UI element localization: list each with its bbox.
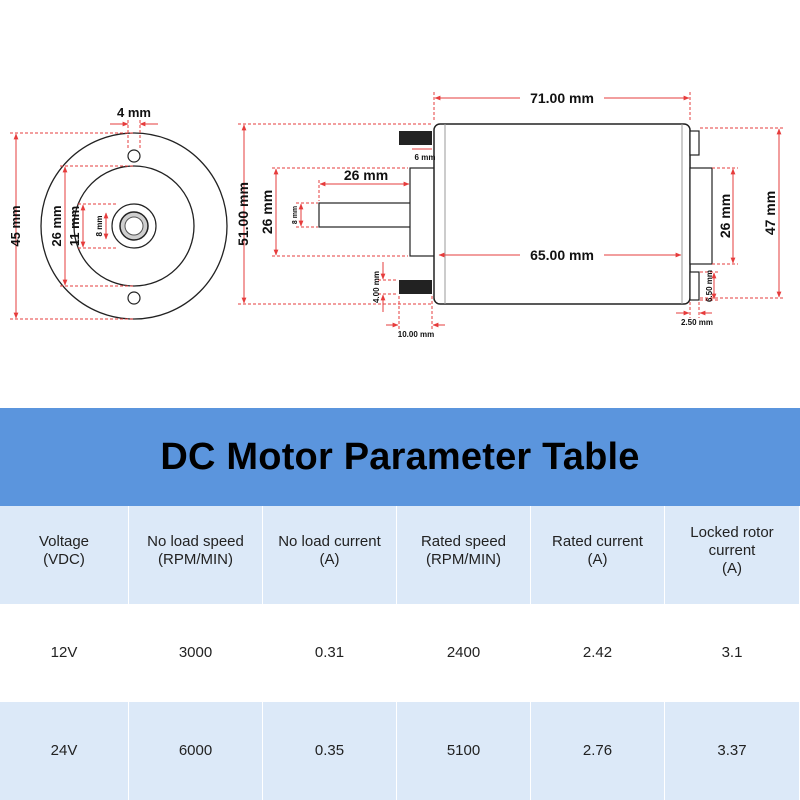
header-voltage: Voltage (VDC) [0, 506, 129, 604]
shaft-length-label: 26 mm [344, 167, 388, 183]
front-view: 4 mm 45 mm 26 mm 11 mm 8 mm [8, 105, 228, 320]
table-cell: 0.35 [263, 702, 397, 800]
hole-offset-label: 4 mm [117, 105, 151, 120]
terminal-height-label: 4.00 mm [372, 271, 381, 303]
terminal-top [399, 131, 432, 145]
flange-height-label: 51.00 mm [235, 182, 251, 246]
table-title-bar: DC Motor Parameter Table [0, 408, 800, 506]
parameter-table: DC Motor Parameter Table Voltage (VDC) N… [0, 408, 800, 800]
table-cell: 3000 [129, 604, 263, 702]
shaft-label: 8 mm [95, 216, 104, 237]
table-cell: 2.76 [531, 702, 665, 800]
shaft-bore [124, 216, 144, 236]
table-title: DC Motor Parameter Table [160, 435, 640, 478]
header-no-load-current: No load current (A) [263, 506, 397, 604]
rear-offset-label: 6.50 mm [705, 270, 714, 302]
table-cell: 0.31 [263, 604, 397, 702]
table-cell: 2.42 [531, 604, 665, 702]
inner-ring [111, 203, 157, 249]
rear-boss [689, 167, 713, 265]
header-rated-current: Rated current (A) [531, 506, 665, 604]
table-cell: 5100 [397, 702, 531, 800]
rear-tab-bottom [689, 271, 700, 301]
boss-label: 26 mm [49, 205, 64, 246]
mount-hole-top [127, 149, 141, 163]
inner-label: 11 mm [67, 206, 82, 246]
table-cell: 2400 [397, 604, 531, 702]
shaft [318, 202, 412, 228]
diameter-label: 45 mm [8, 205, 23, 246]
motor-body [433, 123, 691, 305]
body-diameter-label: 47 mm [762, 191, 778, 235]
body-length-label: 65.00 mm [530, 247, 594, 263]
rear-gap-label: 2.50 mm [681, 318, 713, 327]
header-locked-rotor-current: Locked rotor current (A) [665, 506, 800, 604]
header-no-load-speed: No load speed (RPM/MIN) [129, 506, 263, 604]
shaft-diameter-label: 8 mm [292, 206, 299, 224]
terminal-width-label: 10.00 mm [398, 330, 434, 339]
header-rated-speed: Rated speed (RPM/MIN) [397, 506, 531, 604]
table-cell: 24V [0, 702, 129, 800]
table-cell: 6000 [129, 702, 263, 800]
table-cell: 3.37 [665, 702, 800, 800]
rear-tab-top [689, 130, 700, 156]
front-boss-label: 26 mm [259, 190, 275, 234]
table-cell: 12V [0, 604, 129, 702]
table-grid: Voltage (VDC) No load speed (RPM/MIN) No… [0, 506, 800, 800]
overall-length-label: 71.00 mm [530, 90, 594, 106]
motor-dimension-drawing: 4 mm 45 mm 26 mm 11 mm 8 mm [8, 89, 784, 339]
table-cell: 3.1 [665, 604, 800, 702]
mount-hole-bottom [127, 291, 141, 305]
terminal-bottom [399, 280, 432, 294]
pin-label: 6 mm [415, 153, 436, 162]
rear-boss-label: 26 mm [717, 194, 733, 238]
side-view: 71.00 mm 51.00 mm 26 mm 26 mm 8 mm 6 mm … [235, 89, 784, 339]
